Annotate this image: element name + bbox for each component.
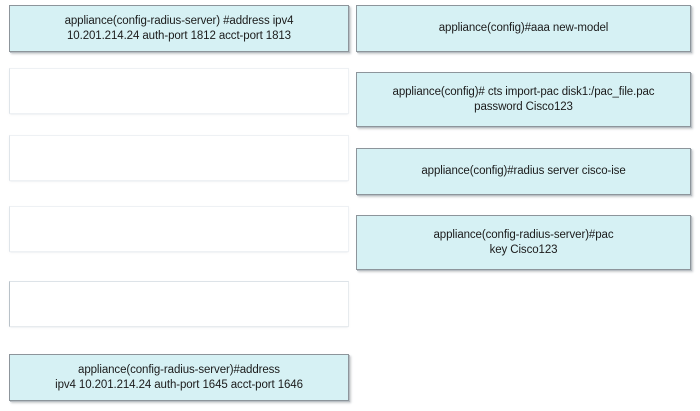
option-tile-cts-import-pac[interactable]: appliance(config)# cts import-pac disk1:… xyxy=(356,72,691,127)
option-tile-aaa-new-model[interactable]: appliance(config)#aaa new-model xyxy=(356,5,691,52)
option-tile-radius-server-label: appliance(config)#radius server cisco-is… xyxy=(421,165,626,177)
option-tile-aaa-new-model-label: appliance(config)#aaa new-model xyxy=(438,22,609,34)
answer-tile-1[interactable]: appliance(config-radius-server) #address… xyxy=(9,5,349,52)
answer-slot-3[interactable] xyxy=(9,135,349,181)
option-tile-radius-server[interactable]: appliance(config)#radius server cisco-is… xyxy=(356,148,691,195)
answer-slot-4[interactable] xyxy=(9,206,349,252)
answer-slot-2[interactable] xyxy=(9,68,349,114)
answer-tile-6[interactable]: appliance(config-radius-server)#address … xyxy=(9,354,349,401)
option-tile-cts-import-pac-label: appliance(config)# cts import-pac disk1:… xyxy=(392,85,655,113)
option-tile-pac-key-label: appliance(config-radius-server)#pac key … xyxy=(433,228,614,256)
option-tile-pac-key[interactable]: appliance(config-radius-server)#pac key … xyxy=(356,215,691,270)
answer-tile-1-label: appliance(config-radius-server) #address… xyxy=(64,14,294,42)
answer-slot-5[interactable] xyxy=(9,281,349,327)
answer-tile-6-label: appliance(config-radius-server)#address … xyxy=(55,363,303,391)
